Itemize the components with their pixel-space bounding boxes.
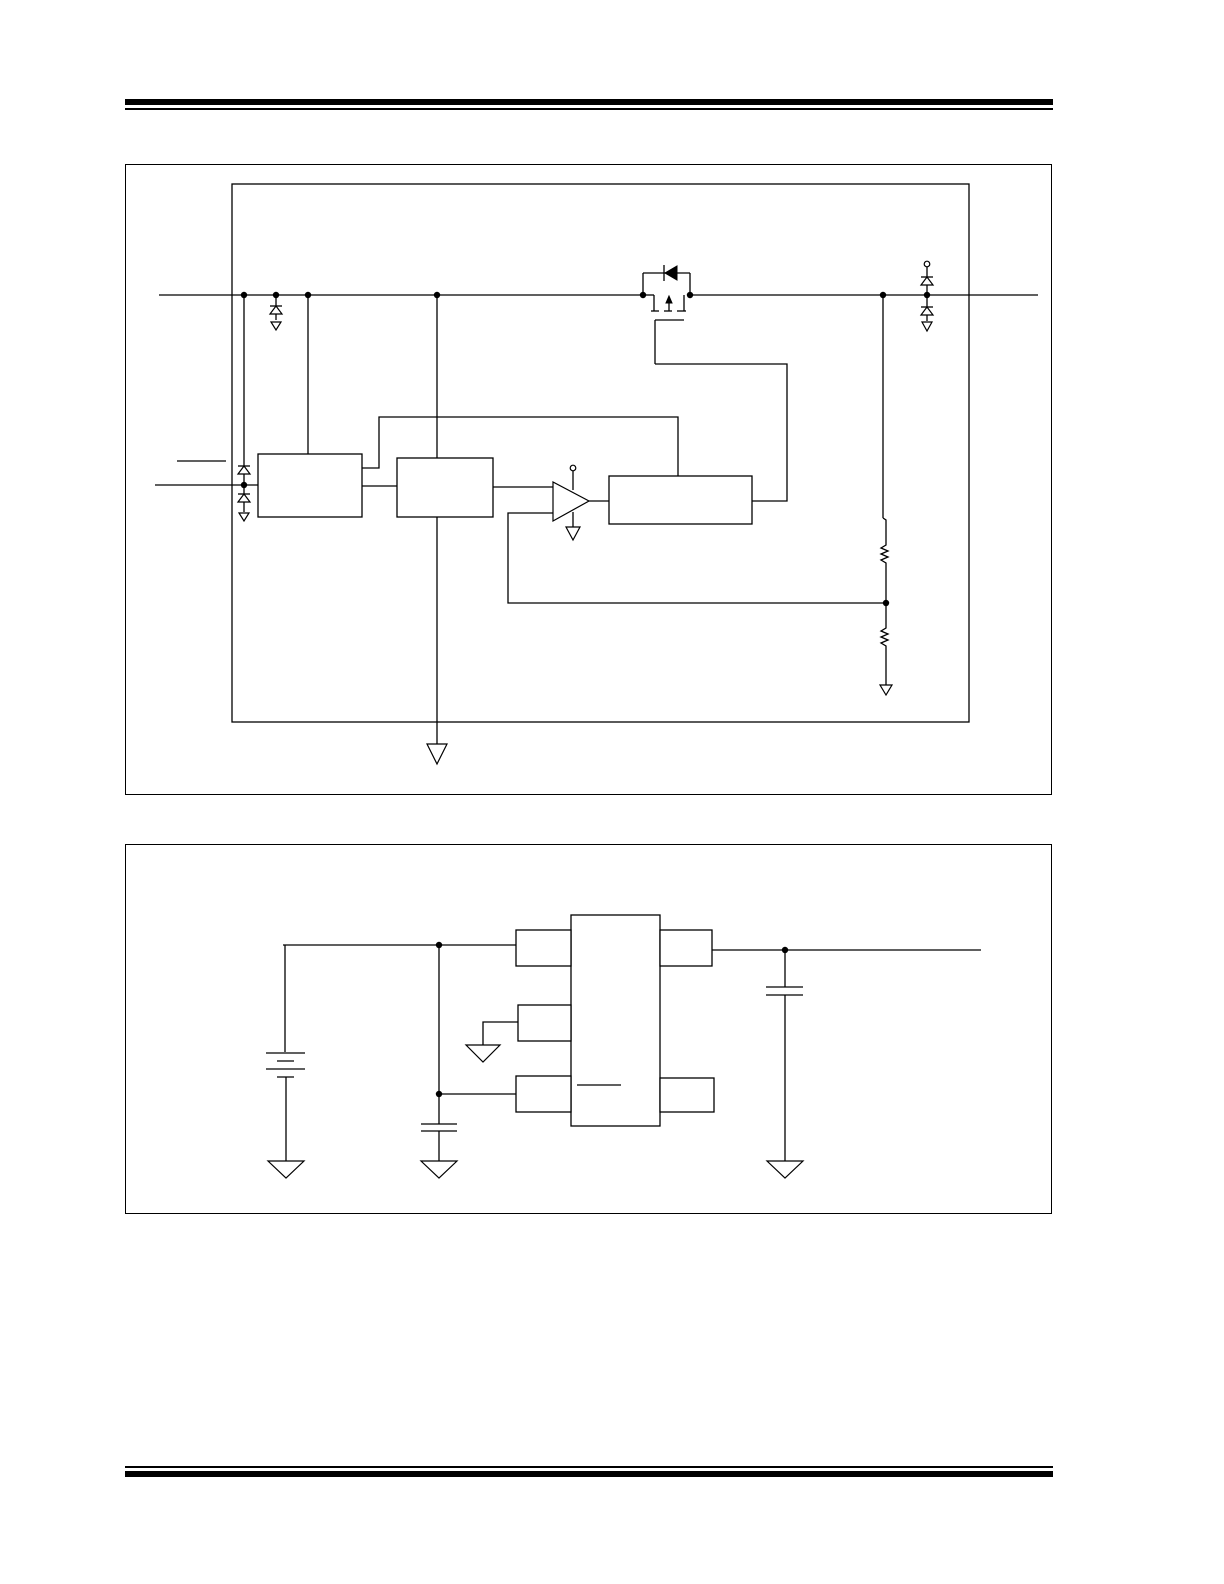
cap-ground-icon: [419, 1160, 459, 1179]
feedback-ground-icon: [878, 684, 894, 697]
amp-ground-icon: [564, 526, 582, 542]
regulator-ic: [570, 914, 661, 1127]
pin-vin: [515, 929, 572, 967]
reference-block: [396, 457, 494, 518]
pass-transistor: [642, 265, 691, 364]
pin-nc: [659, 1077, 715, 1113]
shdn-esd-diodes-icon: [236, 465, 252, 523]
enable-wire: [362, 416, 679, 476]
device-outline: [231, 183, 970, 723]
amp-supply-icon: [569, 464, 577, 472]
output-capacitor-icon: [766, 986, 803, 996]
pin-vout: [659, 929, 713, 967]
input-capacitor-icon: [421, 1123, 457, 1132]
body-diode-icon: [664, 265, 678, 281]
error-amplifier: [552, 481, 591, 523]
ic-ground-icon: [464, 1044, 502, 1063]
output-ground-icon: [765, 1160, 805, 1179]
driver-block: [608, 475, 753, 525]
ground-icon: [426, 743, 448, 766]
input-esd-diode-icon: [268, 295, 284, 332]
pin-gnd: [517, 1004, 572, 1042]
header-rule-thin: [125, 108, 1053, 110]
footer-rule-thin: [125, 1466, 1053, 1468]
gate-drive-wire: [655, 363, 788, 502]
pin-shdn: [515, 1075, 572, 1113]
feedback-resistor-bottom-icon: [879, 603, 890, 685]
feedback-wire: [507, 512, 886, 604]
feedback-resistor-top-icon: [879, 517, 890, 603]
output-esd-diodes-icon: [919, 260, 935, 333]
battery-icon: [266, 1052, 305, 1078]
battery-ground-icon: [266, 1160, 306, 1179]
shutdown-control-block: [257, 453, 363, 518]
footer-rule-thick: [125, 1471, 1053, 1477]
header-rule-thick: [125, 99, 1053, 105]
gnd-wire: [482, 1021, 518, 1045]
